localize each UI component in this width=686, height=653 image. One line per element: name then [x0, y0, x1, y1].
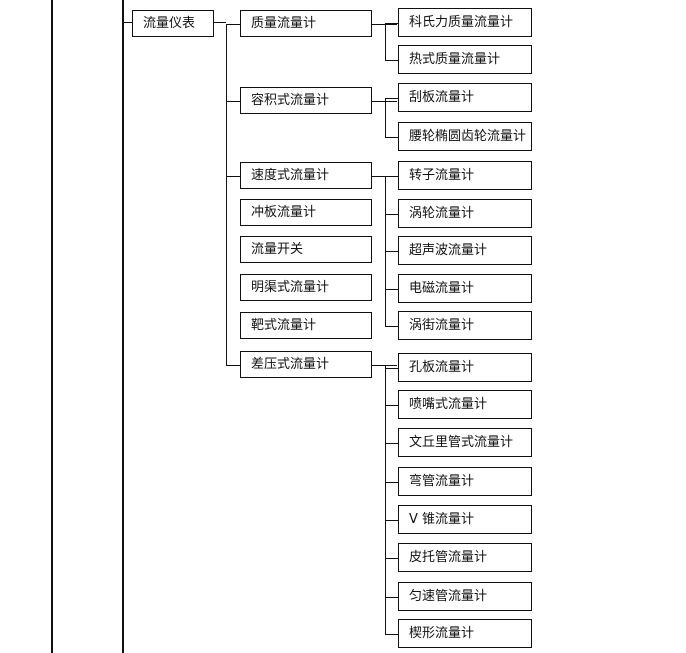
- flowmeter-leaf-node: 科氏力质量流量计: [398, 8, 532, 37]
- category-node: 流量开关: [240, 236, 372, 263]
- flowmeter-leaf-node-label: 转子流量计: [409, 168, 475, 183]
- group-to-branch-connector: [372, 176, 397, 177]
- branch-to-leaf-connector: [385, 482, 398, 483]
- branch-to-leaf-connector: [385, 368, 398, 369]
- group-to-branch-connector: [372, 365, 397, 366]
- branch-to-leaf-connector: [385, 443, 398, 444]
- flowmeter-leaf-node-label: 科氏力质量流量计: [409, 15, 514, 30]
- flowmeter-leaf-node: 转子流量计: [398, 161, 532, 190]
- category-node-label: 质量流量计: [251, 16, 317, 31]
- category-node: 速度式流量计: [240, 162, 372, 189]
- flowmeter-leaf-node-label: 超声波流量计: [409, 243, 488, 258]
- trunk-to-group-connector: [226, 176, 240, 177]
- branch-vertical-line: [385, 365, 386, 635]
- column-divider-line: [122, 0, 124, 653]
- flowmeter-leaf-node: 热式质量流量计: [398, 45, 532, 74]
- flowmeter-leaf-node-label: 弯管流量计: [409, 474, 475, 489]
- flowmeter-leaf-node: 电磁流量计: [398, 274, 532, 303]
- flowmeter-leaf-node-label: V 锥流量计: [409, 512, 475, 527]
- root-connector: [124, 22, 132, 23]
- root-node: 流量仪表: [132, 10, 214, 37]
- flowmeter-leaf-node: 涡街流量计: [398, 311, 532, 340]
- category-node-label: 差压式流量计: [251, 357, 330, 372]
- flowmeter-leaf-node: 涡轮流量计: [398, 199, 532, 228]
- category-node-label: 速度式流量计: [251, 168, 330, 183]
- flowmeter-leaf-node: 腰轮椭圆齿轮流量计: [398, 122, 532, 151]
- flowmeter-leaf-node-label: 涡街流量计: [409, 318, 475, 333]
- branch-to-leaf-connector: [385, 558, 398, 559]
- branch-to-leaf-connector: [385, 60, 398, 61]
- branch-to-leaf-connector: [385, 520, 398, 521]
- flowmeter-leaf-node-label: 文丘里管式流量计: [409, 435, 514, 450]
- flowmeter-leaf-node: 孔板流量计: [398, 353, 532, 382]
- flowmeter-leaf-node-label: 皮托管流量计: [409, 550, 488, 565]
- branch-to-leaf-connector: [385, 634, 398, 635]
- trunk-to-group-connector: [226, 24, 240, 25]
- branch-to-leaf-connector: [385, 176, 398, 177]
- root-to-trunk-connector: [214, 22, 226, 23]
- flowmeter-leaf-node: 皮托管流量计: [398, 543, 532, 572]
- group-to-branch-connector: [372, 101, 397, 102]
- branch-to-leaf-connector: [385, 597, 398, 598]
- category-node: 容积式流量计: [240, 87, 372, 114]
- root-label: 流量仪表: [143, 16, 196, 31]
- category-node-label: 明渠式流量计: [251, 280, 330, 295]
- category-node-label: 冲板流量计: [251, 205, 317, 220]
- category-node-label: 流量开关: [251, 242, 304, 257]
- category-node: 差压式流量计: [240, 351, 372, 378]
- category-node: 靶式流量计: [240, 312, 372, 339]
- branch-to-leaf-connector: [385, 326, 398, 327]
- branch-to-leaf-connector: [385, 137, 398, 138]
- flowmeter-leaf-node: 刮板流量计: [398, 83, 532, 112]
- flowmeter-leaf-node: 文丘里管式流量计: [398, 428, 532, 457]
- flowmeter-leaf-node: V 锥流量计: [398, 505, 532, 534]
- branch-vertical-line: [385, 23, 386, 61]
- flowmeter-leaf-node-label: 喷嘴式流量计: [409, 397, 488, 412]
- flowmeter-leaf-node-label: 涡轮流量计: [409, 206, 475, 221]
- branch-vertical-line: [385, 98, 386, 138]
- flowmeter-leaf-node: 超声波流量计: [398, 236, 532, 265]
- category-node: 冲板流量计: [240, 199, 372, 226]
- category-node-label: 容积式流量计: [251, 93, 330, 108]
- flowmeter-leaf-node: 楔形流量计: [398, 619, 532, 648]
- trunk-vertical-line: [226, 24, 227, 366]
- flowmeter-leaf-node-label: 电磁流量计: [409, 281, 475, 296]
- flowmeter-leaf-node-label: 腰轮椭圆齿轮流量计: [409, 129, 527, 144]
- flowmeter-leaf-node: 喷嘴式流量计: [398, 390, 532, 419]
- flowmeter-leaf-node-label: 匀速管流量计: [409, 589, 488, 604]
- flowmeter-leaf-node-label: 刮板流量计: [409, 90, 475, 105]
- flowmeter-leaf-node: 弯管流量计: [398, 467, 532, 496]
- trunk-to-group-connector: [226, 101, 240, 102]
- trunk-to-group-connector: [226, 365, 240, 366]
- flowmeter-leaf-node: 匀速管流量计: [398, 582, 532, 611]
- branch-to-leaf-connector: [385, 251, 398, 252]
- category-node: 明渠式流量计: [240, 274, 372, 301]
- branch-to-leaf-connector: [385, 289, 398, 290]
- group-to-branch-connector: [372, 24, 397, 25]
- flowmeter-leaf-node-label: 热式质量流量计: [409, 52, 501, 67]
- flowmeter-leaf-node-label: 楔形流量计: [409, 626, 475, 641]
- branch-to-leaf-connector: [385, 98, 398, 99]
- left-border-line: [51, 0, 53, 653]
- branch-to-leaf-connector: [385, 23, 398, 24]
- flowmeter-leaf-node-label: 孔板流量计: [409, 360, 475, 375]
- branch-to-leaf-connector: [385, 405, 398, 406]
- category-node: 质量流量计: [240, 10, 372, 37]
- category-node-label: 靶式流量计: [251, 318, 317, 333]
- branch-to-leaf-connector: [385, 214, 398, 215]
